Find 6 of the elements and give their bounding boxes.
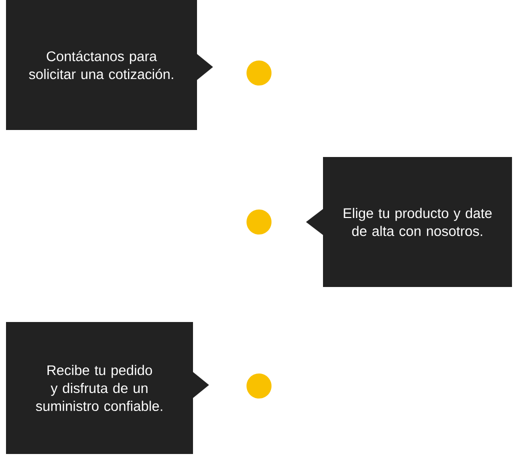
callout-box: Recibe tu pedido y disfruta de un suministro confiable. [6, 322, 209, 454]
timeline-dot [246, 209, 272, 234]
timeline-dot [246, 60, 272, 86]
timeline-dot [246, 373, 272, 398]
callout-box: Contáctanos para solicitar una cotización. [6, 0, 213, 130]
callout-box: Elige tu producto y date de alta con nosotros. [306, 156, 512, 287]
